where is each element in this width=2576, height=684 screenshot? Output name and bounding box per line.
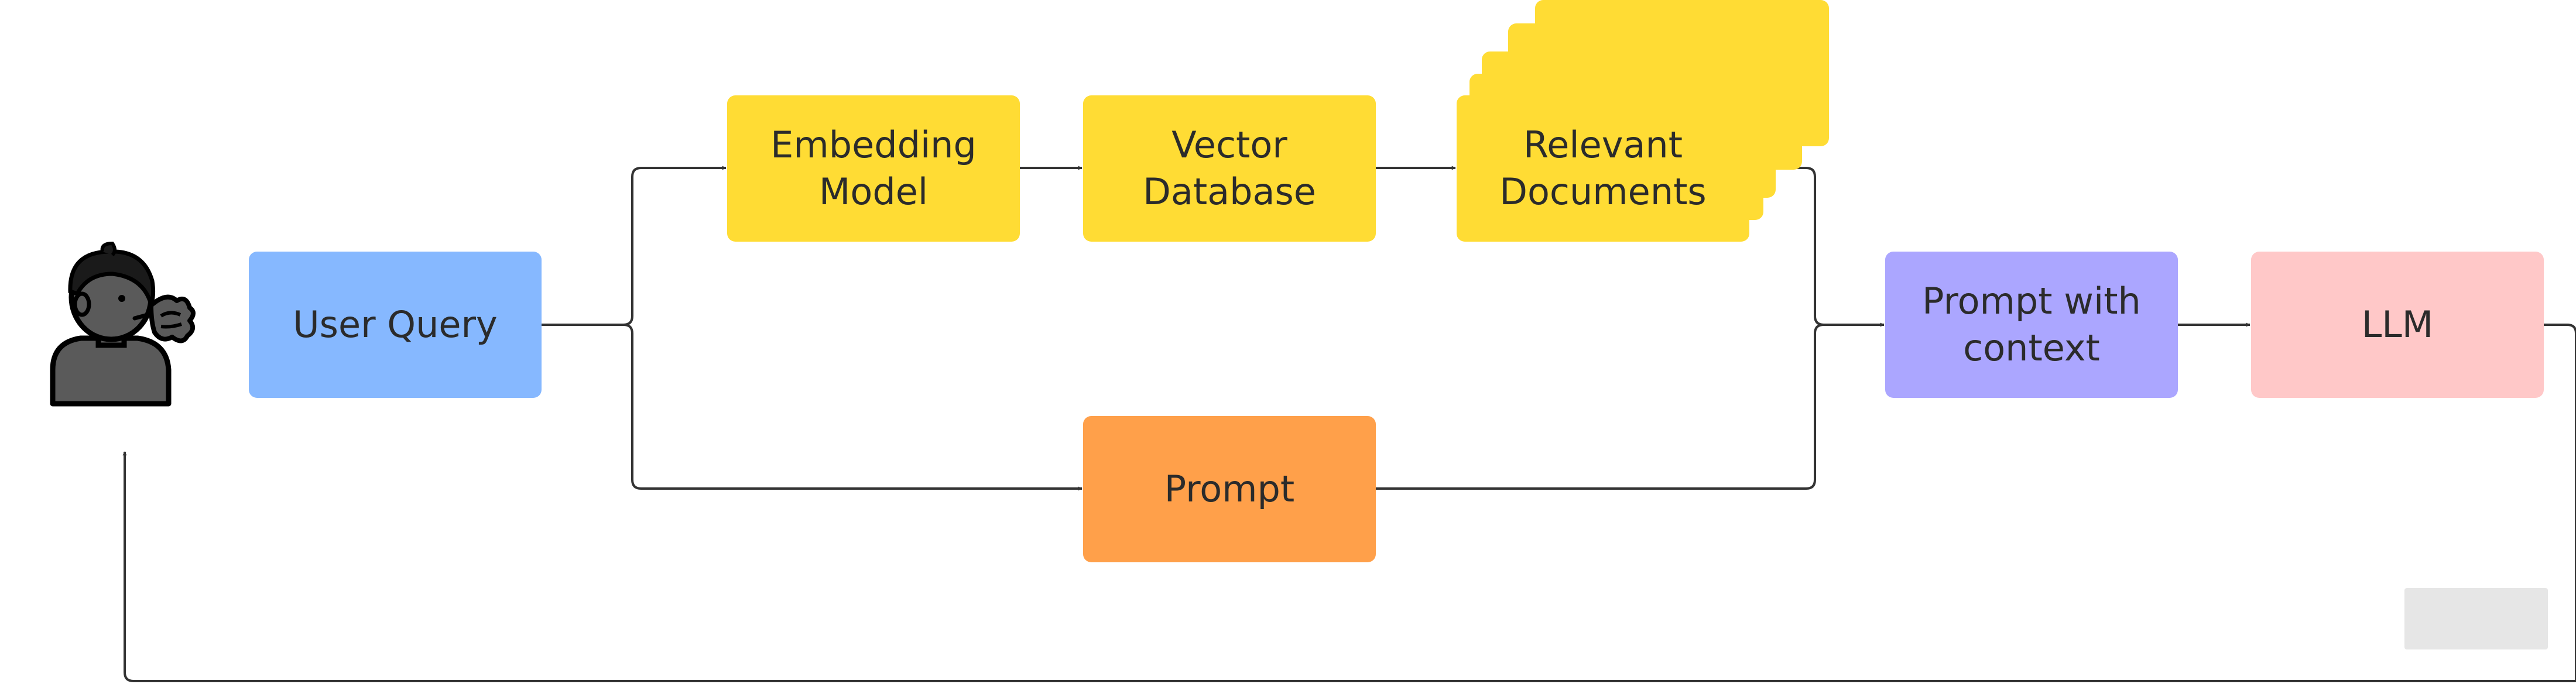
node-prompt-with-context: Prompt with context bbox=[1885, 252, 2178, 398]
node-embedding-model: Embedding Model bbox=[727, 95, 1020, 242]
edge-llm-to-user bbox=[122, 324, 2576, 682]
edge-prompt-to-merge bbox=[1376, 324, 1824, 490]
node-llm: LLM bbox=[2251, 252, 2544, 398]
placeholder-block bbox=[2404, 588, 2548, 649]
edge-documents-to-merge bbox=[1749, 167, 1824, 326]
node-vector-database: Vector Database bbox=[1083, 95, 1376, 242]
node-prompt: Prompt bbox=[1083, 416, 1376, 562]
edge-user-query-to-embedding-model bbox=[623, 166, 727, 326]
edge-user-query-to-prompt bbox=[623, 324, 1083, 491]
node-user-query: User Query bbox=[249, 252, 542, 398]
person-speaking-icon bbox=[50, 241, 196, 407]
node-relevant-documents: Relevant Documents bbox=[1457, 95, 1749, 242]
